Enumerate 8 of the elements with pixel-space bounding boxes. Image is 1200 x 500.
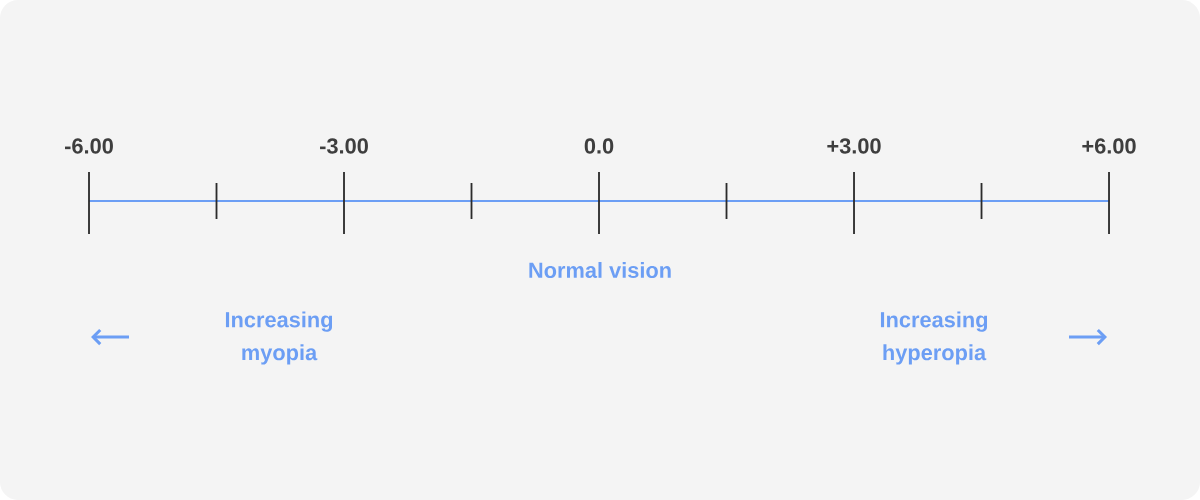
tick-label: -3.00	[320, 138, 368, 154]
region-label: Increasing myopia	[225, 311, 333, 365]
region-label: Normal vision	[529, 262, 671, 278]
region-label: Increasing hyperopia	[880, 311, 988, 365]
tick-label: +6.00	[1082, 138, 1136, 154]
tick-label: +3.00	[827, 138, 881, 154]
tick-label: -6.00	[65, 138, 113, 154]
tick-label: 0.0	[584, 138, 614, 154]
